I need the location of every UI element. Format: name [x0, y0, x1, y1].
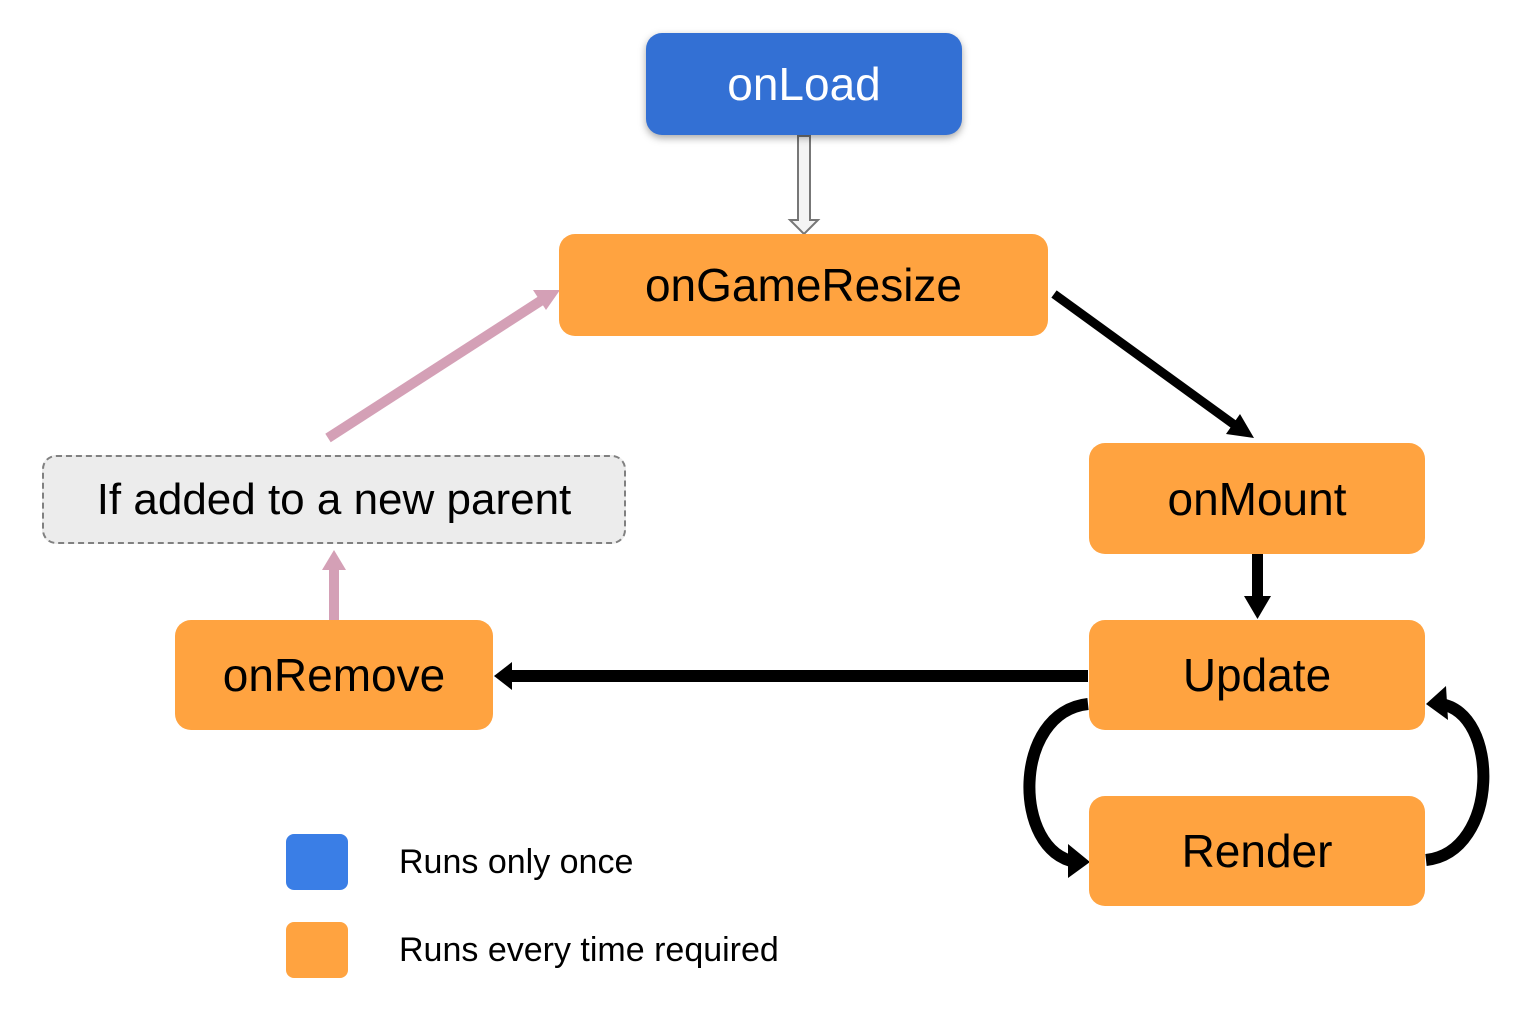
node-new-parent-condition: If added to a new parent: [42, 455, 626, 544]
arrow-render-to-update: [1424, 686, 1490, 866]
legend-label-once: Runs only once: [399, 843, 634, 881]
arrow-onload-to-ongameresize: [787, 135, 821, 236]
arrow-onmount-to-update: [1244, 552, 1271, 619]
arrow-ongameresize-to-onmount: [1051, 290, 1254, 438]
legend-label-every: Runs every time required: [399, 931, 779, 969]
node-update: Update: [1089, 620, 1425, 730]
arrow-newparent-to-ongameresize: [325, 290, 560, 443]
node-render: Render: [1089, 796, 1425, 906]
node-ongameresize: onGameResize: [559, 234, 1048, 336]
node-onload: onLoad: [646, 33, 962, 135]
legend-swatch-once: [286, 834, 348, 890]
node-onremove: onRemove: [175, 620, 493, 730]
arrow-update-to-onremove: [494, 662, 1088, 690]
legend-swatch-every: [286, 922, 348, 978]
node-onmount: onMount: [1089, 443, 1425, 554]
arrow-update-to-render: [1023, 698, 1090, 878]
arrow-onremove-to-newparent: [322, 550, 346, 620]
